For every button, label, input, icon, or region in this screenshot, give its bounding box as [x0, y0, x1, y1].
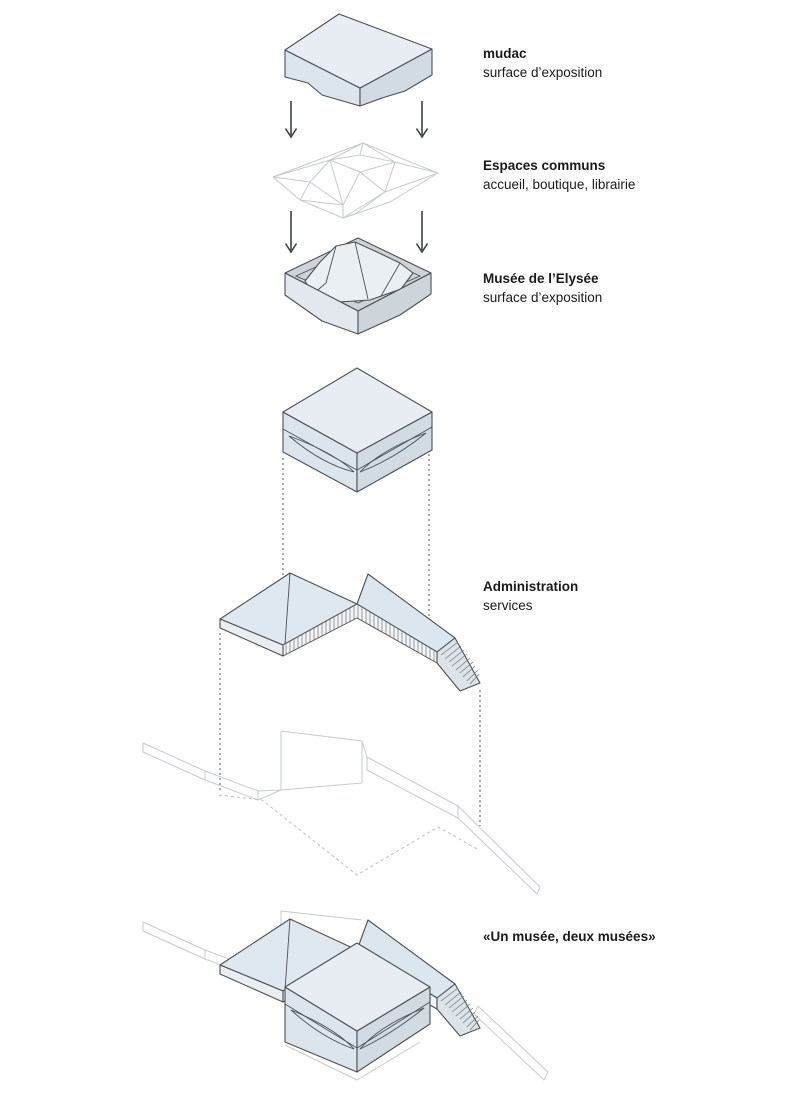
- down-arrow-icon: [284, 211, 298, 254]
- label-espaces-subtitle: accueil, boutique, librairie: [483, 177, 636, 192]
- label-administration-subtitle: services: [483, 598, 533, 613]
- combined-volumes-box-drawing: [282, 367, 433, 493]
- down-arrow-icon: [415, 211, 429, 254]
- label-elysee-subtitle: surface d’exposition: [483, 290, 603, 305]
- label-espaces-communs: Espaces communs accueil, boutique, libra…: [483, 156, 635, 194]
- label-musee-elysee: Musée de l’Elysée surface d’exposition: [483, 269, 602, 307]
- label-mudac-subtitle: surface d’exposition: [483, 65, 603, 80]
- label-administration-title: Administration: [483, 579, 579, 594]
- caption-un-musee-deux-musees: «Un musée, deux musées»: [483, 929, 656, 944]
- administration-plate-drawing: [219, 572, 481, 692]
- label-mudac: mudac surface d’exposition: [483, 44, 602, 82]
- musee-elysee-tray-drawing: [284, 237, 432, 335]
- assembled-building-drawing: [142, 910, 549, 1081]
- espaces-communs-wireframe-drawing: [272, 142, 439, 219]
- down-arrow-icon: [415, 101, 429, 139]
- site-terrain-wireframe-drawing: [142, 730, 541, 895]
- label-mudac-title: mudac: [483, 46, 527, 61]
- label-elysee-title: Musée de l’Elysée: [483, 271, 599, 286]
- label-espaces-title: Espaces communs: [483, 158, 606, 173]
- down-arrow-icon: [284, 101, 298, 139]
- projection-guide-lines: [219, 454, 481, 826]
- label-administration: Administration services: [483, 577, 578, 615]
- mudac-slab-drawing: [284, 13, 433, 107]
